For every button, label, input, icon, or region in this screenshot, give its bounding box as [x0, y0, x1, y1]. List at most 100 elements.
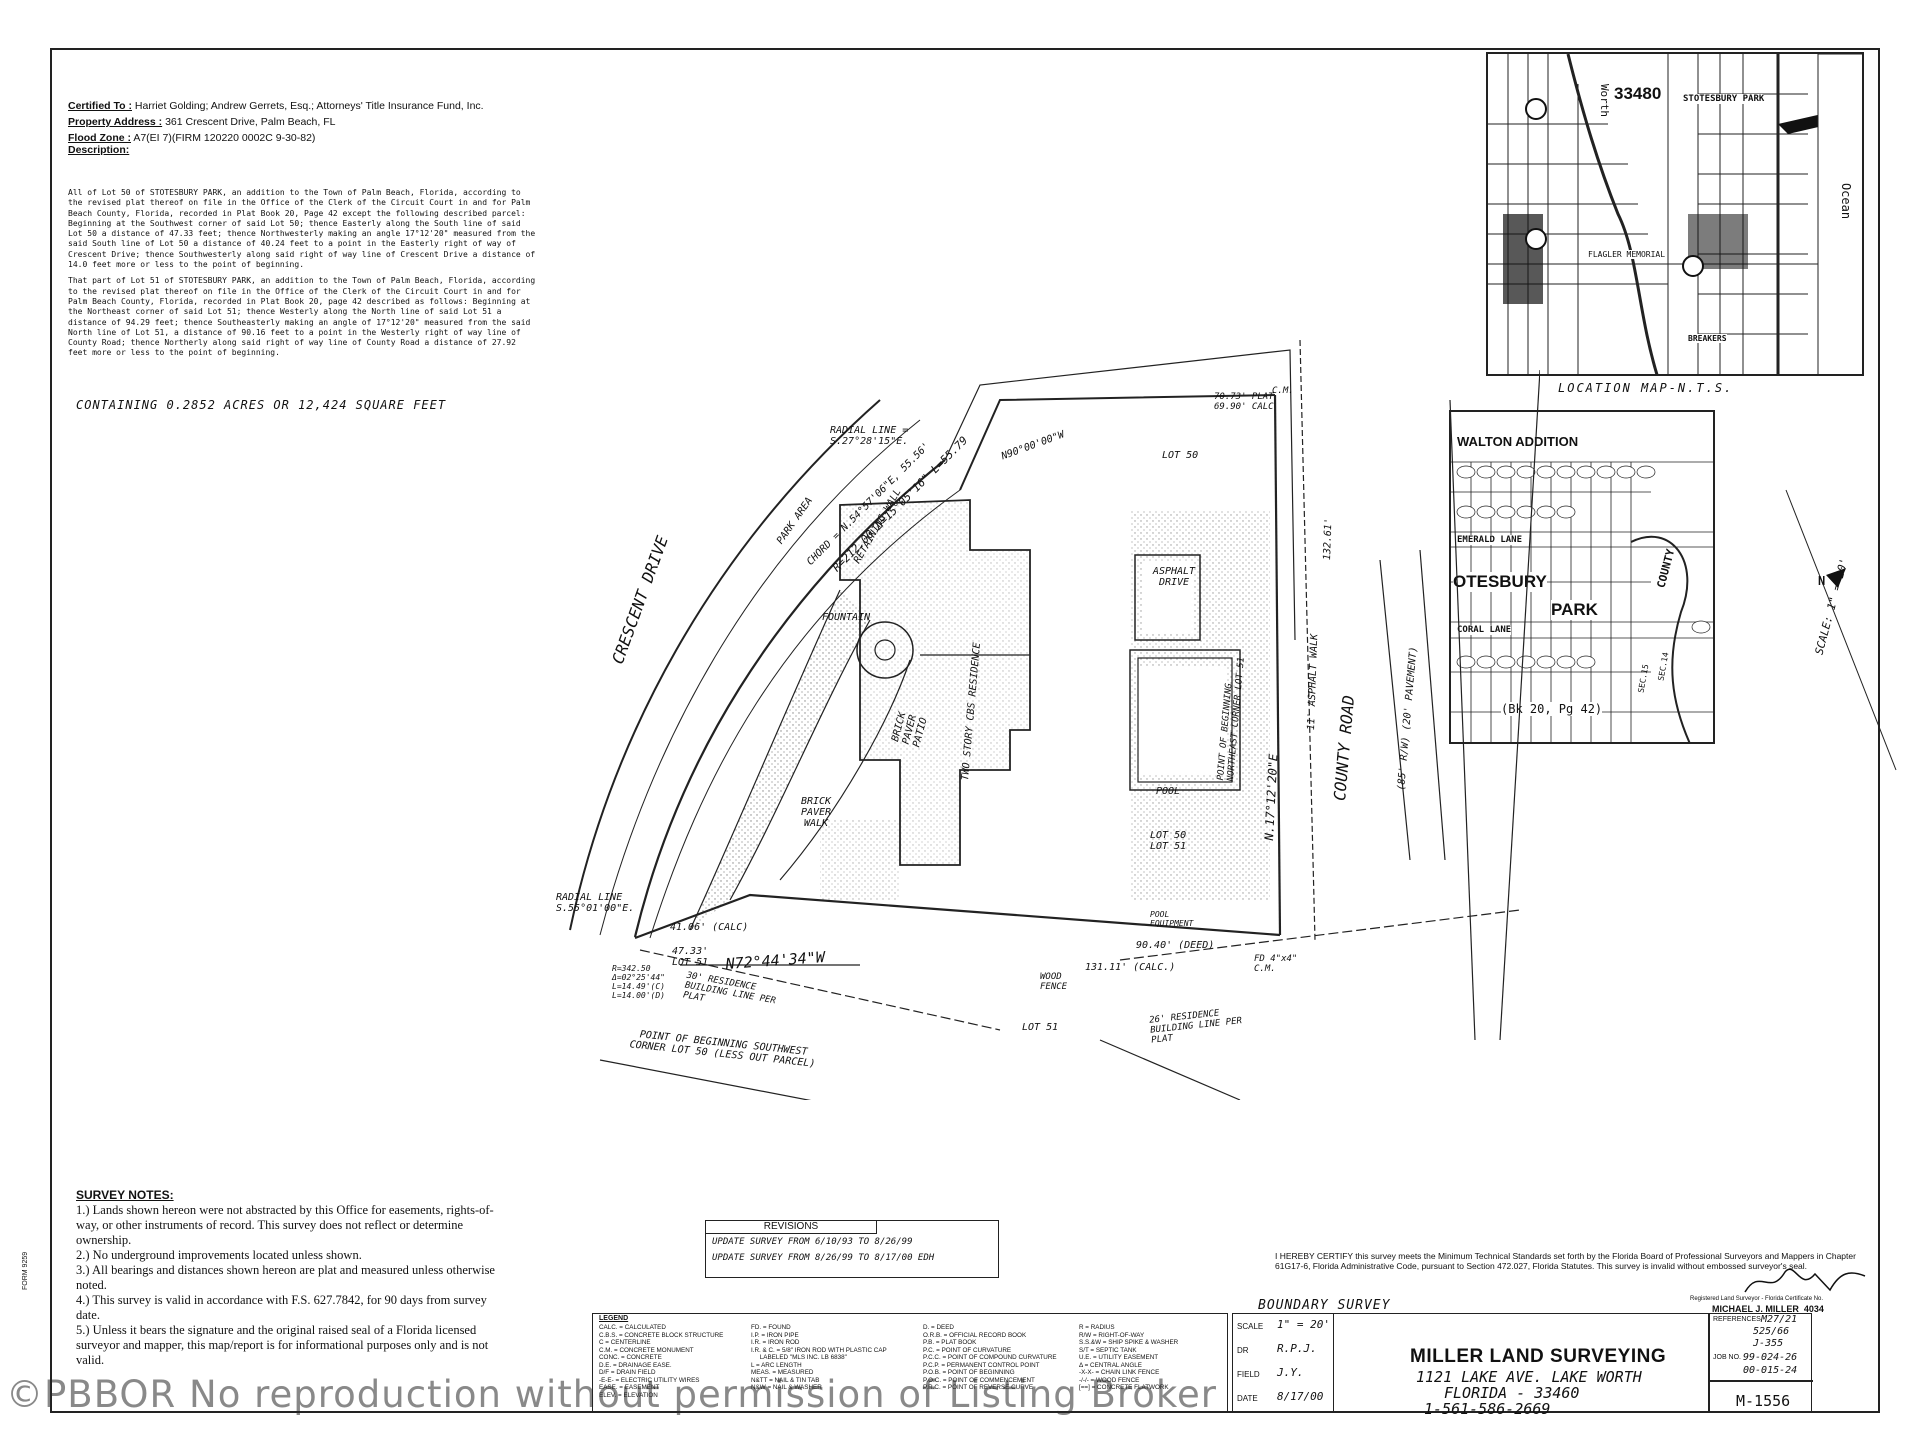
legend-col-4: R = RADIUS R/W = RIGHT-OF-WAY S.S.&W = S… [1079, 1324, 1179, 1391]
firm-address-2: FLORIDA - 33460 [1444, 1384, 1580, 1402]
ref-1: M27/21 [1761, 1314, 1798, 1325]
m-number: M-1556 [1736, 1392, 1791, 1410]
location-map-caption: LOCATION MAP-N.T.S. [1558, 381, 1734, 395]
dist-131-label: 131.11' (CALC.) [1085, 962, 1176, 973]
revisions-box: REVISIONS UPDATE SURVEY FROM 6/10/93 TO … [705, 1220, 999, 1278]
title-block-divider [1708, 1314, 1710, 1412]
lot50-top-label: LOT 50 [1162, 450, 1199, 461]
certificate-number: 4034 [1803, 1304, 1824, 1314]
title-block: SCALE 1" = 20' DR R.P.J. FIELD J.Y. DATE… [1232, 1313, 1813, 1413]
registered-line: Registered Land Surveyor - Florida Certi… [1690, 1296, 1824, 1302]
zip-code: 33480 [1614, 84, 1662, 103]
revisions-title: REVISIONS [706, 1221, 877, 1234]
walton-addition-label: WALTON ADDITION [1457, 434, 1579, 449]
radial-line-bottom: RADIAL LINE S.55°01'00"E. [556, 892, 635, 914]
field-value: J.Y. [1277, 1366, 1304, 1379]
north-arrow [1785, 489, 1897, 771]
plat-book-label: (Bk 20, Pg 42) [1501, 702, 1603, 716]
site-plan [569, 340, 1540, 1100]
containing-area: CONTAINING 0.2852 ACRES OR 12,424 SQUARE… [76, 398, 447, 412]
property-value: 361 Crescent Drive, Palm Beach, FL [165, 116, 336, 128]
title-block-left [1233, 1314, 1334, 1412]
ocean-label: Ocean [1839, 182, 1854, 220]
job-2: 00-015-24 [1743, 1365, 1798, 1376]
surveyor-name: MICHAEL J. MILLER 4034 [1712, 1304, 1824, 1314]
scale-value: 1" = 20' [1277, 1318, 1330, 1331]
job-1: 99-024-26 [1743, 1352, 1798, 1363]
legend-col-3: D. = DEED O.R.B. = OFFICIAL RECORD BOOK … [923, 1324, 1057, 1391]
worth-label: Worth [1598, 83, 1612, 118]
revision-1: UPDATE SURVEY FROM 6/10/93 TO 8/26/99 [712, 1237, 913, 1247]
survey-notes-title: SURVEY NOTES: [76, 1188, 174, 1202]
job-label: JOB NO. [1713, 1354, 1742, 1361]
description-paragraph-1: All of Lot 50 of STOTESBURY PARK, an add… [68, 188, 541, 270]
survey-note-2: 2.) No underground improvements located … [76, 1248, 362, 1262]
location-map: Ocean Worth STOTESBURY PARK FLAGLER MEMO… [1486, 52, 1864, 376]
certified-label: Certified To : [68, 100, 132, 112]
north-label: N [1818, 574, 1826, 588]
surveyor-name-text: MICHAEL J. MILLER [1712, 1304, 1799, 1314]
date-label: DATE [1237, 1394, 1258, 1403]
dist-47-label: 47.33' LOT 51 [672, 946, 709, 968]
certified-value: Harriet Golding; Andrew Gerrets, Esq.; A… [134, 100, 484, 112]
firm-phone: 1-561-586-2669 [1424, 1400, 1551, 1418]
lot51-bottom-label: LOT 51 [1022, 1022, 1059, 1033]
ref-2: 525/66 [1753, 1326, 1790, 1337]
bridge-label: FLAGLER MEMORIAL [1588, 250, 1666, 259]
cm-label: C.M. [1272, 386, 1294, 396]
job-divider [1708, 1380, 1813, 1382]
watermark: ©PBBOR No reproduction without permissio… [6, 1373, 1217, 1416]
asphalt-drive-label: ASPHALT DRIVE [1152, 566, 1196, 588]
date-value: 8/17/00 [1277, 1390, 1324, 1403]
flood-value: A7(EI 7)(FIRM 120220 0002C 9-30-82) [133, 132, 316, 144]
park-map-label: STOTESBURY PARK [1683, 94, 1765, 104]
wood-fence-label: WOOD FENCE [1040, 972, 1068, 992]
survey-note-5: 5.) Unless it bears the signature and th… [76, 1323, 489, 1367]
legend-box: LEGEND CALC. = CALCULATED C.B.S. = CONCR… [592, 1313, 1228, 1413]
certification-text: I HEREBY CERTIFY this survey meets the M… [1275, 1251, 1856, 1271]
small-curve-label: R=342.50 Δ=02°25'44" L=14.49'(C) L=14.00… [612, 964, 665, 1000]
firm-name: MILLER LAND SURVEYING [1410, 1346, 1667, 1367]
lot50-51-label: LOT 50 LOT 51 [1150, 830, 1187, 852]
flood-row: Flood Zone : A7(EI 7)(FIRM 120220 0002C … [68, 132, 538, 144]
radial-line-top: RADIAL LINE = S.27°28'15"E. [830, 425, 909, 447]
coral-lane-label: CORAL LANE [1457, 625, 1512, 635]
survey-note-3: 3.) All bearings and distances shown her… [76, 1263, 495, 1292]
legal-description: All of Lot 50 of STOTESBURY PARK, an add… [68, 188, 538, 359]
dist-132-label: 132.61' [1322, 517, 1335, 561]
subdivision-drawing [1451, 461, 1713, 742]
form-number: FORM 9259 [22, 1251, 29, 1290]
property-label: Property Address : [68, 116, 163, 128]
field-label: FIELD [1237, 1370, 1260, 1379]
boundary-survey-label: BOUNDARY SURVEY [1258, 1298, 1391, 1313]
revision-2: UPDATE SURVEY FROM 8/26/99 TO 8/17/00 ED… [712, 1253, 935, 1263]
park-label: PARK [1551, 600, 1598, 620]
pool-label: POOL [1156, 786, 1181, 797]
legend-col-2: FD. = FOUND I.P. = IRON PIPE I.R. = IRON… [751, 1324, 887, 1391]
ref-3: J-355 [1753, 1338, 1784, 1349]
references-label: REFERENCES [1713, 1316, 1761, 1323]
dr-value: R.P.J. [1277, 1342, 1317, 1355]
survey-note-4: 4.) This survey is valid in accordance w… [76, 1293, 487, 1322]
property-row: Property Address : 361 Crescent Drive, P… [68, 116, 538, 128]
otesbury-label: OTESBURY [1453, 572, 1547, 592]
fd-4x4-label: FD 4"x4" C.M. [1254, 954, 1298, 974]
flat-dist-label: 70.73' PLAT 69.90' CALC [1214, 392, 1274, 412]
emerald-lane-label: EMERALD LANE [1457, 535, 1523, 545]
description-row: Description: [68, 144, 538, 156]
dist-41-label: 41.06' (CALC) [670, 922, 749, 933]
dr-label: DR [1237, 1346, 1249, 1355]
description-paragraph-2: That part of Lot 51 of STOTESBURY PARK, … [68, 276, 541, 358]
legend-col-1: CALC. = CALCULATED C.B.S. = CONCRETE BLO… [599, 1324, 724, 1399]
firm-address: 1121 LAKE AVE. LAKE WORTH FLORIDA - 3346… [1416, 1369, 1642, 1417]
pool-equipment-label: POOL EQUIPMENT [1150, 910, 1194, 928]
survey-note-1: 1.) Lands shown hereon were not abstract… [76, 1203, 494, 1247]
flood-label: Flood Zone : [68, 132, 131, 144]
fountain-label: FOUNTAIN [822, 612, 871, 623]
brick-walk-label: BRICK PAVER WALK [800, 796, 832, 829]
location-map-drawing [1488, 54, 1862, 374]
survey-notes: SURVEY NOTES: 1.) Lands shown hereon wer… [76, 1188, 506, 1368]
subdivision-map: WALTON ADDITION EMERALD LANE OTESBURY PA… [1449, 410, 1715, 744]
firm-address-1: 1121 LAKE AVE. LAKE WORTH [1416, 1368, 1642, 1386]
